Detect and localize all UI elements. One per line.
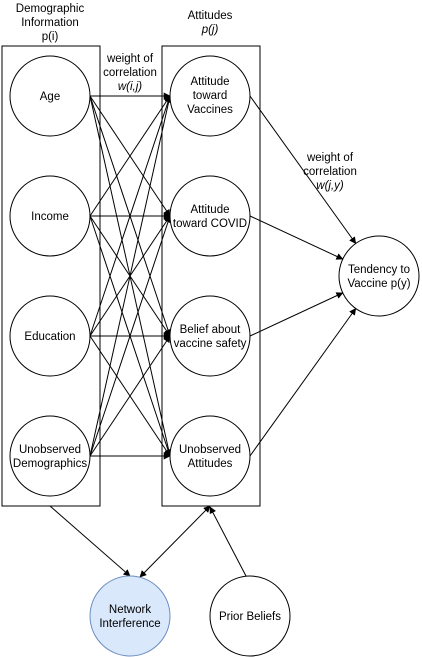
wjy-label-line1: weight of (306, 152, 354, 164)
node-unobserved-attitudes (169, 415, 251, 497)
node-attitude-covid-line1: Attitude (191, 204, 230, 216)
attitudes-group-box (161, 45, 261, 507)
node-unobserved-demographics-line1: Unobserved (19, 444, 81, 456)
node-attitude-vaccines (169, 55, 251, 137)
edge-demo3-att0 (89, 95, 173, 457)
wij-label-line3: w(i,j) (118, 81, 142, 93)
edge-network-attitudes (139, 505, 211, 578)
node-attitude-vaccines-line1: Attitude (191, 76, 230, 88)
demographic-group-box (1, 45, 101, 507)
node-income (9, 175, 91, 257)
wij-label-line1: weight of (106, 53, 154, 65)
edge-prior-attitudes (209, 506, 247, 577)
node-belief-line2: vaccine safety (174, 338, 247, 350)
edge-att2-tendency (249, 292, 344, 337)
demographic-title-line1: Demographic (16, 3, 85, 15)
node-tendency-line1: Tendency to (348, 264, 410, 276)
node-unobserved-attitudes-line2: Attitudes (188, 458, 233, 470)
edge-demo3-att1 (89, 215, 172, 457)
node-network-interference (89, 575, 171, 657)
node-belief-vaccine-safety (169, 295, 251, 377)
node-prior-beliefs-label: Prior Beliefs (219, 611, 281, 623)
node-income-label: Income (31, 211, 69, 223)
node-attitude-covid-line2: toward COVID (173, 218, 247, 230)
node-prior-beliefs (209, 575, 291, 657)
attitudes-title-line2: p(j) (201, 24, 219, 36)
edge-demographics-network (49, 505, 131, 577)
node-network-line1: Network (109, 604, 151, 616)
node-education-label: Education (24, 331, 75, 343)
edge-att0-tendency (249, 95, 357, 245)
node-attitude-covid (169, 175, 251, 257)
demographic-title-line3: p(i) (42, 31, 59, 43)
wjy-label-line2: correlation (303, 166, 357, 178)
wjy-label-line3: w(j,y) (316, 180, 344, 192)
node-age (9, 55, 91, 137)
node-attitude-vaccines-line2: toward (193, 90, 228, 102)
edge-demo1-att0 (89, 95, 171, 217)
node-education (9, 295, 91, 377)
node-unobserved-attitudes-line1: Unobserved (179, 444, 241, 456)
node-belief-line1: Belief about (180, 324, 242, 336)
node-age-label: Age (40, 91, 60, 103)
wij-label-line2: correlation (103, 67, 157, 79)
edges-layer (49, 92, 357, 578)
edge-demo3-att2 (89, 335, 171, 457)
edge-att1-tendency (249, 215, 344, 260)
edge-att3-tendency (249, 307, 357, 457)
node-tendency-line2: Vaccine p(y) (347, 278, 410, 290)
edge-demo2-att0 (89, 95, 172, 337)
node-unobserved-demographics-line2: Demographics (13, 458, 87, 470)
demographic-title-line2: Information (21, 17, 79, 29)
attitudes-title-line1: Attitudes (188, 10, 233, 22)
node-attitude-vaccines-line3: Vaccines (187, 104, 233, 116)
node-unobserved-demographics (9, 415, 91, 497)
node-network-line2: Interference (99, 618, 160, 630)
node-tendency-to-vaccine (338, 235, 420, 317)
